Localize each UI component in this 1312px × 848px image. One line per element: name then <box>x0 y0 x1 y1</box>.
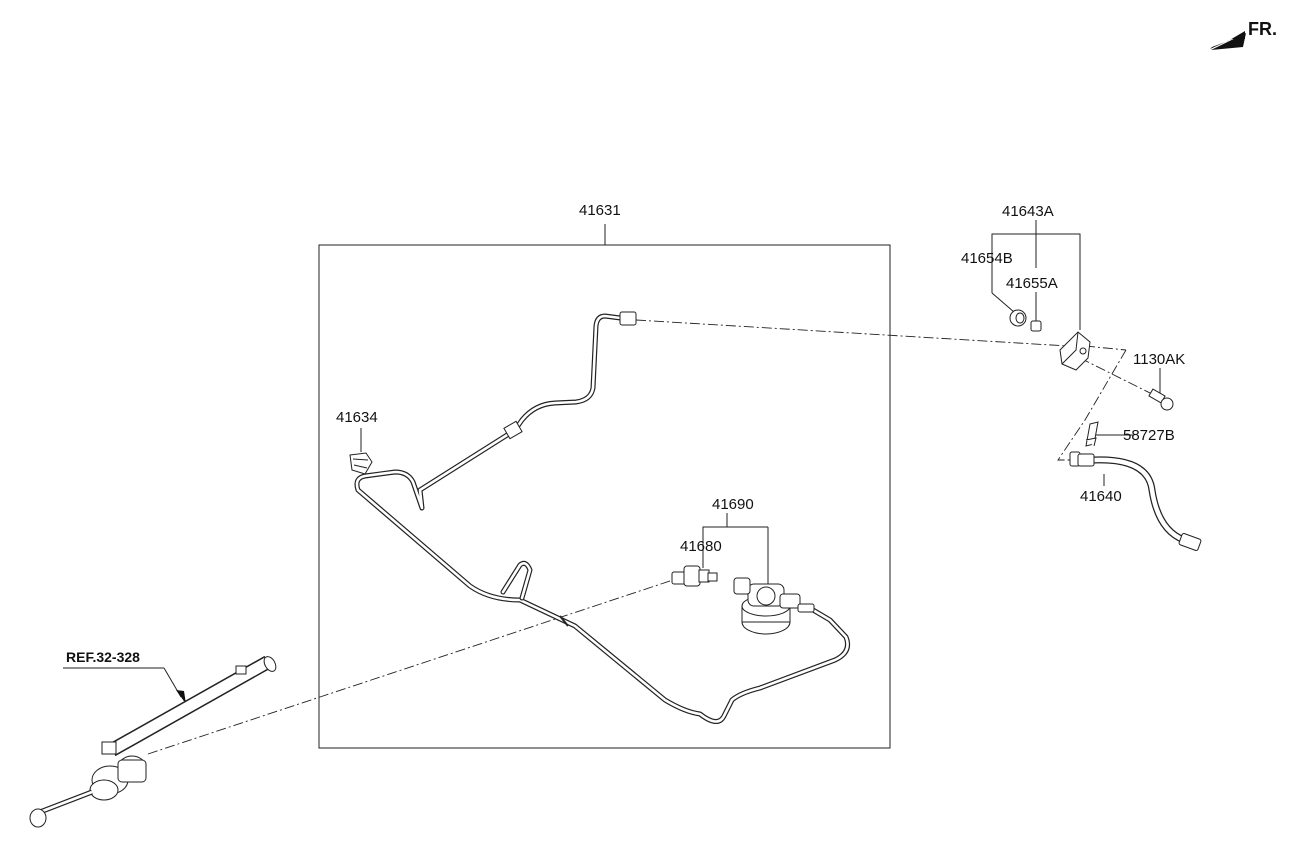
grommet-41654B-icon <box>1009 309 1027 327</box>
connector-41680-icon <box>671 565 718 587</box>
brake-tube <box>354 313 851 724</box>
part-label-41643A[interactable]: 41643A <box>1002 203 1054 220</box>
clip-41634-icon <box>349 452 373 475</box>
front-direction-arrow-icon <box>1210 31 1245 49</box>
part-label-41690[interactable]: 41690 <box>712 496 754 513</box>
ref-arrow-head <box>176 690 186 704</box>
part-label-41634[interactable]: 41634 <box>336 409 378 426</box>
front-direction-label: FR. <box>1248 19 1277 39</box>
grommet-41655A-icon <box>1030 320 1042 332</box>
projection-lines <box>147 319 1161 755</box>
part-label-1130AK[interactable]: 1130AK <box>1133 351 1186 368</box>
reference-label[interactable]: REF.32-328 <box>66 649 140 665</box>
part-label-41631[interactable]: 41631 <box>579 202 621 219</box>
label-leaders <box>63 220 1161 698</box>
part-label-41680[interactable]: 41680 <box>680 538 722 555</box>
part-label-41640[interactable]: 41640 <box>1080 488 1122 505</box>
master-cylinder-41690-icon <box>733 577 815 635</box>
hose-41640-icon <box>1069 451 1202 551</box>
tube-joint <box>503 420 523 440</box>
bolt-1130AK-icon <box>1148 388 1174 411</box>
part-label-58727B[interactable]: 58727B <box>1123 427 1175 444</box>
clip-58727B-icon <box>1085 421 1099 447</box>
front-arrow-head <box>1211 33 1246 50</box>
tube-end-fitting <box>619 311 637 326</box>
part-label-41655A[interactable]: 41655A <box>1006 275 1058 292</box>
bracket-41643A-icon <box>1059 331 1091 371</box>
reference-assembly-icon <box>29 655 277 828</box>
part-label-41654B[interactable]: 41654B <box>961 250 1013 267</box>
